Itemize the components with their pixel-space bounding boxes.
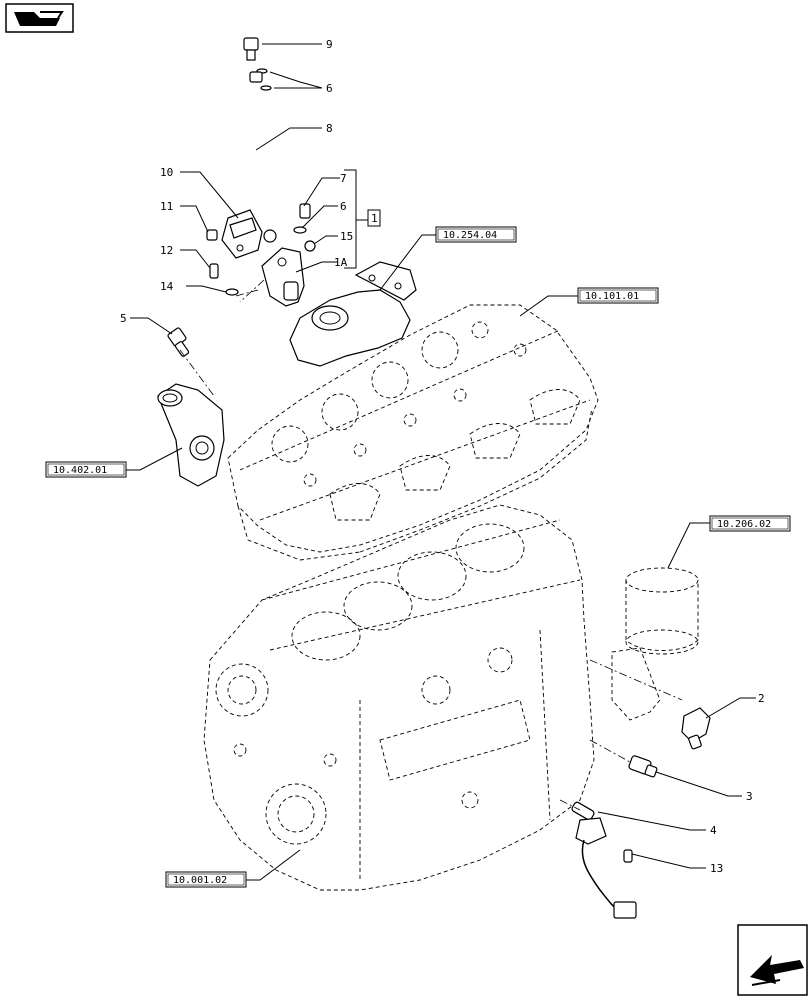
callout-13: 13	[710, 862, 723, 875]
callout-12: 12	[160, 244, 173, 257]
speed-sensor	[571, 801, 637, 919]
svg-text:10.206.02: 10.206.02	[717, 519, 771, 530]
callout-2: 2	[758, 692, 765, 705]
oil-pipe-assembly	[240, 37, 277, 243]
callout-labels: 9 6 8 10 7 6 11 15 12 1A 14 5 2 3 4 13	[120, 38, 765, 875]
callout-3: 3	[746, 790, 753, 803]
callout-1a: 1A	[334, 256, 348, 269]
callout-14: 14	[160, 280, 174, 293]
temperature-sensor	[167, 327, 190, 357]
callout-8: 8	[326, 122, 333, 135]
engine-block	[203, 504, 595, 891]
temperature-switch	[628, 755, 658, 778]
callout-9: 9	[326, 38, 333, 51]
cylinder-head	[227, 304, 599, 561]
callout-4: 4	[710, 824, 717, 837]
oil-pressure-switch	[681, 707, 711, 750]
pressure-sender-assembly	[206, 209, 263, 296]
callout-5: 5	[120, 312, 127, 325]
callout-15: 15	[340, 230, 353, 243]
callout-7: 7	[340, 172, 347, 185]
callout-6-washers: 6	[326, 82, 333, 95]
reference-10-001-02[interactable]: 10.001.02	[165, 871, 247, 888]
water-outlet-housing	[157, 383, 225, 487]
reference-10-402-01[interactable]: 10.402.01	[45, 461, 127, 478]
svg-text:1: 1	[371, 212, 378, 225]
callout-1-box[interactable]: 1	[367, 209, 381, 227]
reference-10-206-02[interactable]: 10.206.02	[709, 515, 791, 532]
svg-text:10.254.04: 10.254.04	[443, 230, 497, 241]
thermostat-housing	[289, 261, 417, 367]
fitting-assembly	[261, 203, 316, 307]
reference-10-254-04[interactable]: 10.254.04	[435, 226, 517, 243]
svg-text:10.001.02: 10.001.02	[173, 875, 227, 886]
svg-text:10.402.01: 10.402.01	[53, 465, 107, 476]
callout-11: 11	[160, 200, 173, 213]
leader-lines	[126, 43, 756, 881]
callout-6-fitting: 6	[340, 200, 347, 213]
oil-filter	[611, 567, 699, 721]
svg-text:10.101.01: 10.101.01	[585, 291, 639, 302]
callout-10: 10	[160, 166, 173, 179]
assembly-lines	[179, 279, 683, 811]
reference-10-101-01[interactable]: 10.101.01	[577, 287, 659, 304]
navigation-arrow-icon[interactable]	[737, 924, 808, 996]
book-arrow-icon[interactable]	[5, 3, 74, 33]
